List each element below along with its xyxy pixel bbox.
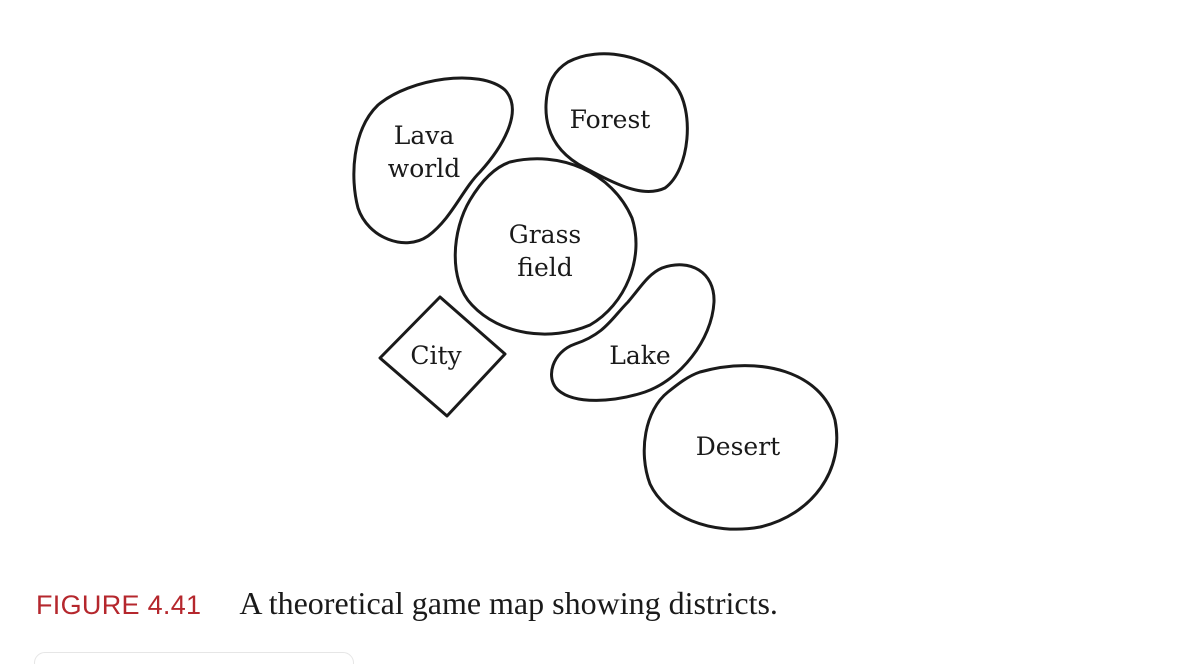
district-label-desert: Desert (695, 432, 781, 461)
figure-caption-text: A theoretical game map showing districts… (239, 585, 778, 621)
district-forest-outline (544, 52, 689, 193)
district-desert-outline (642, 364, 839, 531)
next-content-card-edge (34, 652, 354, 664)
district-lava-world-outline (352, 76, 514, 245)
district-lake-outline (550, 263, 716, 402)
district-label-forest: Forest (569, 105, 651, 134)
district-city-outline (378, 295, 507, 418)
district-label-lava-world: Lava world (387, 121, 461, 183)
district-label-city: City (410, 341, 462, 370)
district-label-grass-field: Grass field (508, 220, 582, 282)
figure-number: FIGURE 4.41 (36, 590, 202, 620)
figure-caption: FIGURE 4.41 A theoretical game map showi… (36, 585, 778, 629)
district-grass-field-outline (453, 157, 638, 336)
district-label-lake: Lake (609, 341, 671, 370)
